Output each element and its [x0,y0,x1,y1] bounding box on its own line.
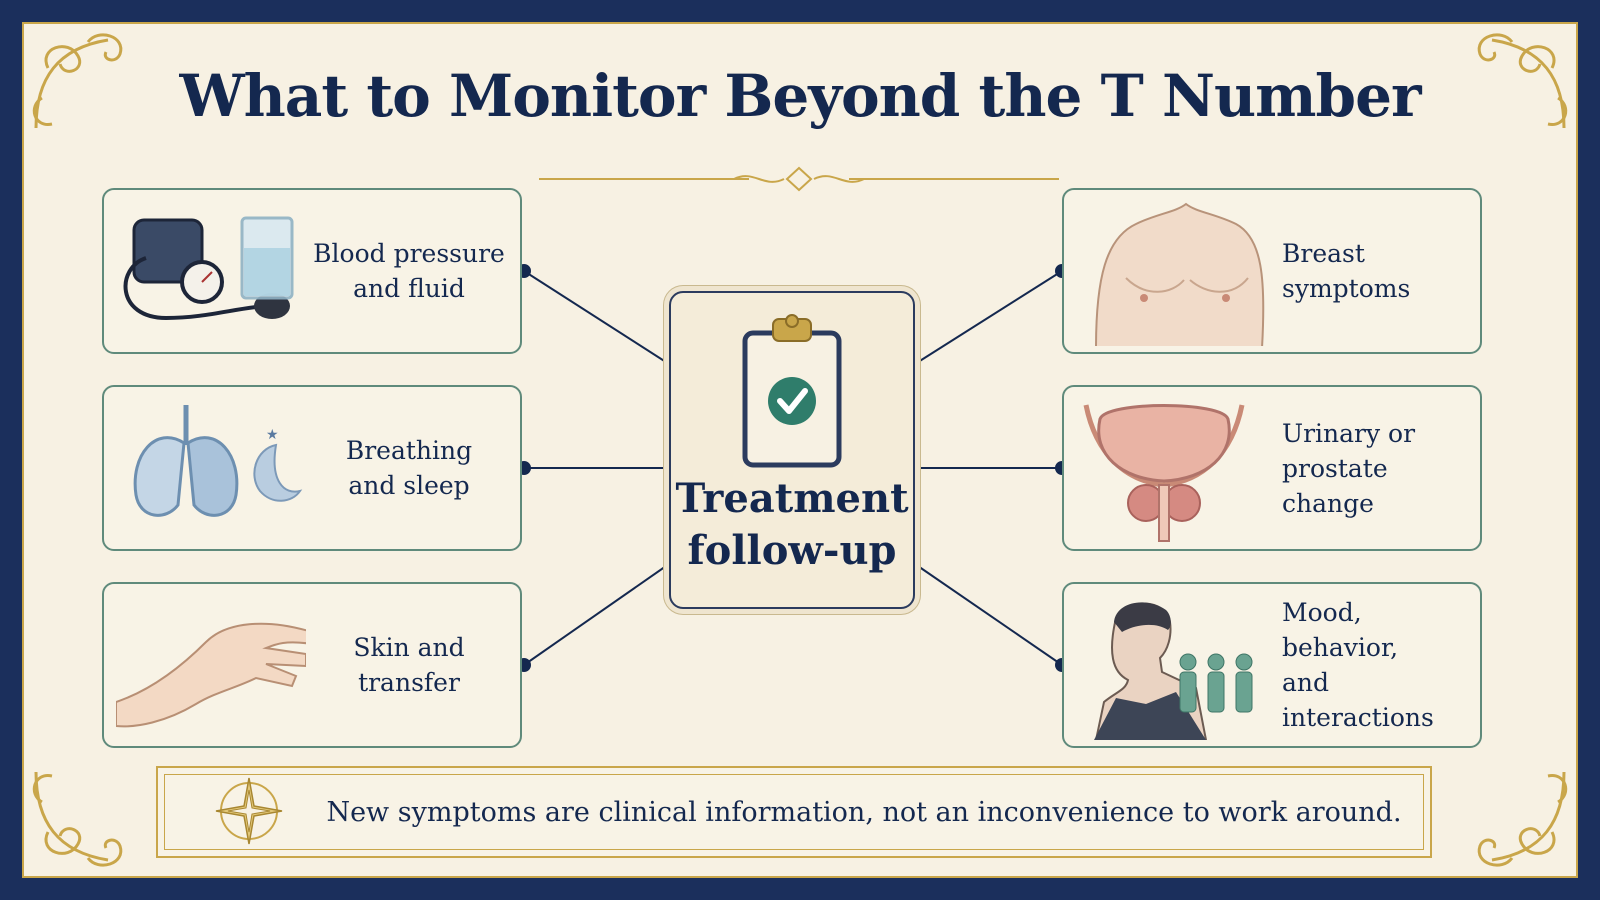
card-label: Breathing and sleep [345,436,473,500]
blood-pressure-cuff-icon [123,216,294,321]
person-profile-icon [1094,602,1253,740]
center-label: Treatment follow-up [675,475,909,574]
card-skin-transfer: Skin and transfer [102,582,522,748]
corner-ornament-icon [32,33,123,129]
card-label: Breast symptoms [1282,239,1411,303]
corner-ornament-icon [1477,33,1568,129]
card-mood-behavior: Mood, behavior, and interactions [1062,582,1482,748]
corner-ornament-icon [1477,771,1568,867]
chest-icon [1095,202,1265,346]
card-blood-pressure: Blood pressure and fluid [102,188,522,354]
center-card: Treatment follow-up [669,291,915,609]
hand-icon [116,622,306,728]
outer-frame: What to Monitor Beyond the T Number [8,8,1592,892]
card-breast-symptoms: Breast symptoms [1062,188,1482,354]
infographic-canvas: What to Monitor Beyond the T Number [22,22,1578,878]
corner-ornament-icon [32,771,123,867]
title-divider [539,166,1059,192]
card-label: Mood, behavior, and interactions [1282,598,1434,732]
page-title: What to Monitor Beyond the T Number [179,62,1421,130]
svg-text:★: ★ [266,427,279,443]
lungs-moon-icon: ★ [133,405,303,517]
compass-icon [215,777,283,845]
bladder-prostate-icon [1083,404,1245,542]
card-urinary-prostate: Urinary or prostate change [1062,385,1482,551]
clipboard-check-icon [742,314,842,468]
card-label: Blood pressure and fluid [313,239,505,303]
card-label: Skin and transfer [353,633,465,697]
footer-text: New symptoms are clinical information, n… [326,796,1402,828]
footer-banner: New symptoms are clinical information, n… [156,766,1432,858]
card-breathing-sleep: ★ Breathing and sleep [102,385,522,551]
footer-inner-border [164,774,1424,850]
card-label: Urinary or prostate change [1282,418,1416,518]
